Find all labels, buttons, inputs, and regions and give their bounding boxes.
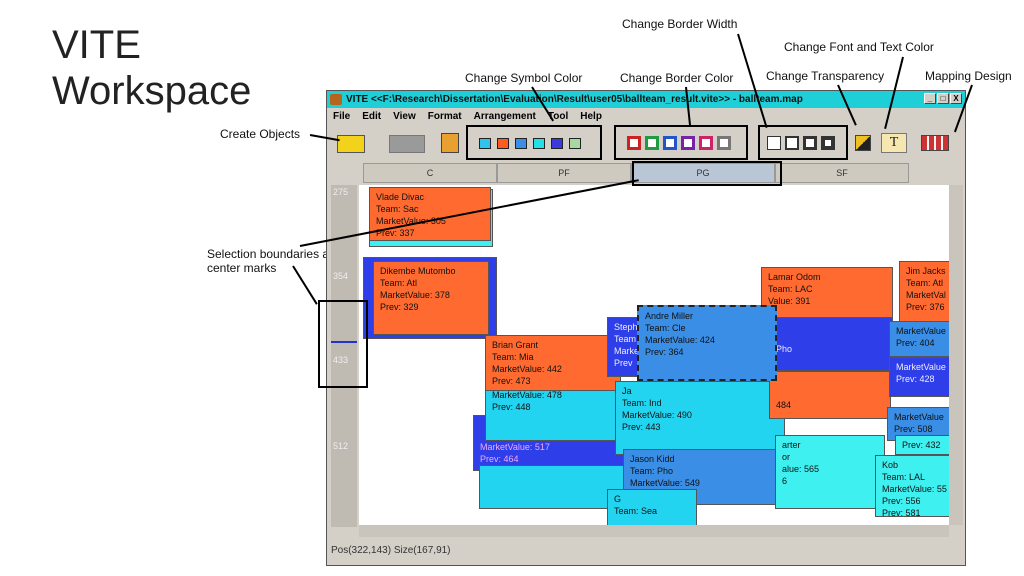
menu-edit[interactable]: Edit: [362, 111, 382, 122]
card-484[interactable]: 484: [769, 371, 891, 419]
font-color-button[interactable]: T: [881, 133, 907, 153]
create-objects-button[interactable]: [337, 135, 365, 153]
callout-selection-boundaries: Selection boundaries and center marks: [207, 247, 343, 275]
highlight-ruler-selection: [318, 300, 368, 388]
status-bar: Pos(322,143) Size(167,91): [331, 545, 451, 556]
menu-arrangement[interactable]: Arrangement: [473, 111, 536, 122]
minimize-button[interactable]: _: [924, 93, 936, 104]
border-width-button-3[interactable]: [803, 136, 817, 150]
callout-border-color: Change Border Color: [620, 71, 734, 85]
disabled-tool-button: [389, 135, 425, 153]
symbol-color-swatch-6[interactable]: [569, 138, 581, 149]
border-width-button-4[interactable]: [821, 136, 835, 150]
border-color-button-2[interactable]: [645, 136, 659, 150]
card-prev-432[interactable]: Prev: 432: [895, 435, 949, 455]
callout-font-text-color: Change Font and Text Color: [784, 40, 934, 54]
vite-window: VITE <<F:\Research\Dissertation\Evaluati…: [326, 90, 966, 566]
border-color-button-3[interactable]: [663, 136, 677, 150]
menu-help[interactable]: Help: [580, 111, 602, 122]
callout-transparency: Change Transparency: [766, 69, 885, 83]
column-header-c[interactable]: C: [363, 163, 497, 183]
menu-tool[interactable]: Tool: [547, 111, 569, 122]
ruler-label-275: 275: [333, 187, 349, 197]
toolbar: T: [327, 127, 965, 159]
slide-title-line2: Workspace: [52, 69, 252, 113]
symbol-color-swatch-2[interactable]: [497, 138, 509, 149]
symbol-color-swatch-4[interactable]: [533, 138, 545, 149]
highlight-selection-column: [632, 161, 782, 186]
callout-mapping-design: Mapping Design: [925, 69, 1012, 83]
symbol-color-swatch-5[interactable]: [551, 138, 563, 149]
window-titlebar[interactable]: VITE <<F:\Research\Dissertation\Evaluati…: [327, 91, 965, 108]
border-color-button-4[interactable]: [681, 136, 695, 150]
close-button[interactable]: X: [950, 93, 962, 104]
border-width-button-2[interactable]: [785, 136, 799, 150]
card-filler: [479, 465, 629, 509]
ruler-label-512: 512: [333, 441, 349, 451]
maximize-button[interactable]: □: [937, 93, 949, 104]
app-icon: [330, 94, 342, 105]
column-header-pg[interactable]: PG: [631, 163, 775, 183]
vertical-scrollbar[interactable]: [949, 185, 963, 525]
highlight-border-color: [614, 125, 748, 160]
layer-tool-button[interactable]: [441, 133, 459, 153]
horizontal-scrollbar[interactable]: [359, 525, 949, 537]
border-color-button-1[interactable]: [627, 136, 641, 150]
transparency-button[interactable]: [855, 135, 871, 151]
callout-symbol-color: Change Symbol Color: [465, 71, 583, 85]
border-color-button-6[interactable]: [717, 136, 731, 150]
slide-title: VITE Workspace: [52, 22, 251, 114]
border-color-button-5[interactable]: [699, 136, 713, 150]
symbol-color-swatch-1[interactable]: [479, 138, 491, 149]
column-header-pf[interactable]: PF: [497, 163, 631, 183]
ruler-label-354: 354: [333, 271, 349, 281]
slide-title-line1: VITE: [52, 23, 141, 67]
ruler-label-433: 433: [333, 355, 349, 365]
mapping-design-button[interactable]: [921, 135, 949, 151]
window-title: VITE <<F:\Research\Dissertation\Evaluati…: [346, 94, 803, 105]
ruler-selection-mark: [331, 341, 357, 343]
menubar: File Edit View Format Arrangement Tool H…: [333, 111, 602, 122]
card-pho[interactable]: Pho: [769, 317, 893, 371]
highlight-symbol-color: [466, 125, 602, 160]
column-header-sf[interactable]: SF: [775, 163, 909, 183]
border-width-button-1[interactable]: [767, 136, 781, 150]
vertical-ruler: 275 354 433 512: [331, 185, 357, 527]
callout-border-width: Change Border Width: [622, 17, 738, 31]
menu-format[interactable]: Format: [427, 111, 462, 122]
callout-create-objects: Create Objects: [220, 127, 301, 141]
menu-file[interactable]: File: [333, 111, 351, 122]
symbol-color-swatch-3[interactable]: [515, 138, 527, 149]
highlight-border-width: [758, 125, 848, 160]
menu-view[interactable]: View: [393, 111, 416, 122]
